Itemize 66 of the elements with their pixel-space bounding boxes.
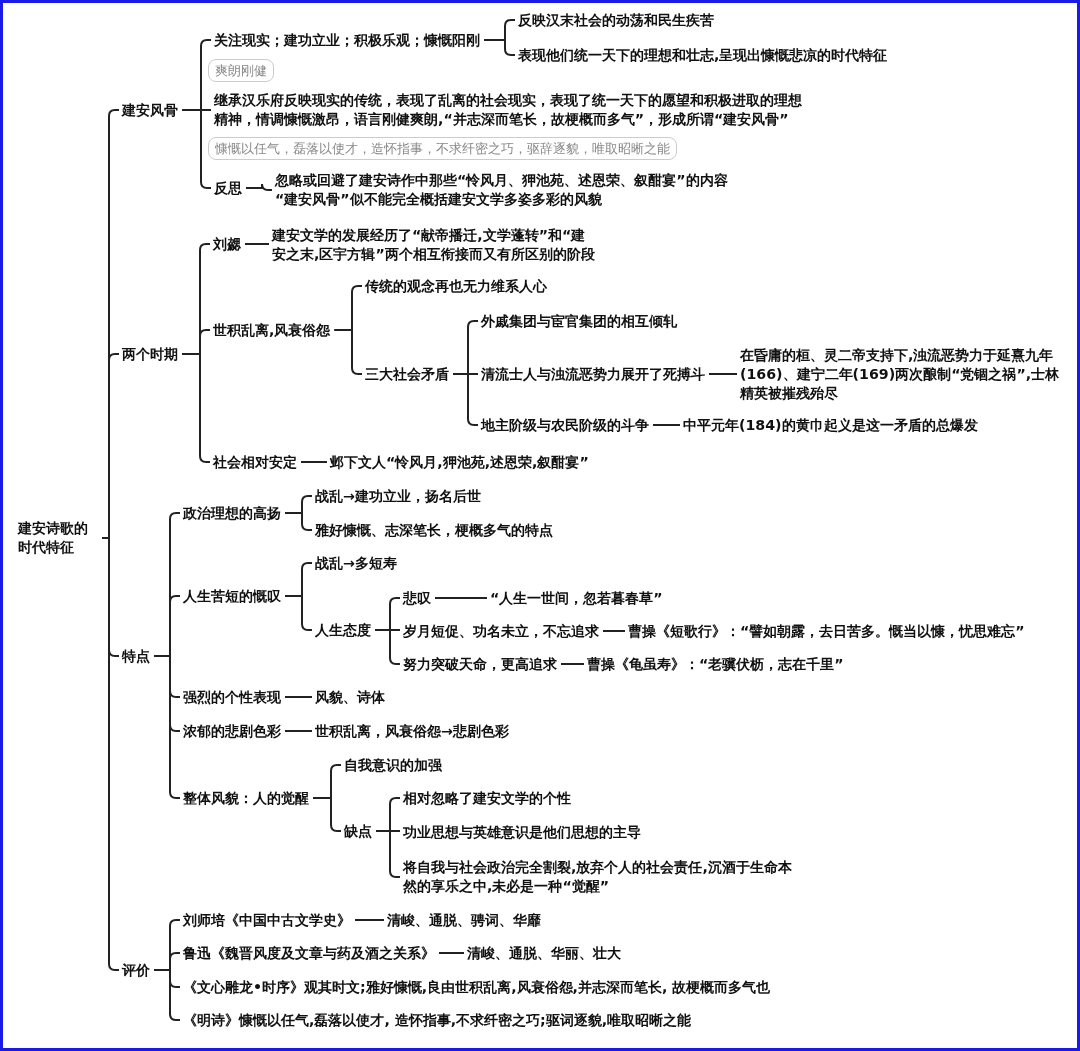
topic-text: 在昏庸的桓、灵二帝支持下,浊流恶势力于延熹九年(166)、建宁二年(169)两次酿制“党锢之祸”,士林精英被摧残殆尽	[740, 345, 1070, 403]
connector-line	[434, 597, 488, 599]
topic-text: 清流士人与浊流恶势力展开了死搏斗	[481, 364, 705, 384]
topic-text: 整体风貌：人的觉醒	[183, 788, 309, 808]
topic-text: 曹操《龟虽寿》：“老骥伏枥，志在千里”	[587, 654, 844, 674]
topic-text: 战乱→多短寿	[315, 553, 397, 573]
note-tag: 爽朗刚健	[208, 58, 274, 82]
connector-line	[652, 424, 681, 426]
topic-text: 地主阶级与农民阶级的斗争	[481, 415, 649, 435]
topic-text: 关注现实；建功立业；积极乐观；慷慨阳刚	[214, 30, 480, 50]
topic-text: 中平元年(184)的黄巾起义是这一矛盾的总爆发	[683, 415, 978, 435]
topic-text: 缺点	[344, 821, 372, 841]
connector-line	[602, 630, 626, 632]
topic-text: 岁月短促、功名未立，不忘追求	[403, 621, 599, 641]
connector-line	[245, 183, 273, 191]
connector-line	[438, 952, 465, 954]
connector-line	[284, 696, 313, 698]
connector-line	[483, 39, 516, 56]
topic-text: 人生态度	[315, 620, 371, 640]
topic-text: 表现他们统一天下的理想和壮志,呈现出慷慨悲凉的时代特征	[518, 45, 888, 65]
topic-text: 反映汉末社会的动荡和民生疾苦	[518, 10, 714, 30]
connector-line	[284, 730, 313, 732]
topic-text: 政治理想的高扬	[183, 503, 281, 523]
topic-text: 传统的观念再也无力维系人心	[365, 276, 547, 296]
connector-line	[560, 663, 585, 665]
topic-text: 强烈的个性表现	[183, 687, 281, 707]
topic-text: 曹操《短歌行》：“譬如朝露，去日苦多。慨当以慷，忧思难忘”	[628, 621, 1025, 641]
topic-text: 人生苦短的慨叹	[183, 586, 281, 606]
topic-text: 清峻、通脱、华丽、壮大	[467, 943, 621, 963]
topic-text: 雅好慷慨、志深笔长，梗概多气的特点	[315, 520, 553, 540]
connector-line	[354, 919, 385, 921]
connector-line	[244, 243, 270, 245]
central-topic: 建安诗歌的时代特征	[18, 519, 98, 557]
topic-text: 悲叹	[403, 588, 431, 608]
topic-text: “人生一世间，忽若暮春草”	[490, 588, 663, 608]
topic-text: 继承汉乐府反映现实的传统，表现了乱离的社会现实，表现了统一天下的愿望和积极进取的理想精神，情调慷慨激昂，语言刚健爽朗,“并志深而笔长，故梗概而多气”，形成所谓“建安风骨”	[214, 91, 814, 129]
topic-text: 努力突破天命，更高追求	[403, 654, 557, 674]
topic-text: 反思	[214, 178, 242, 198]
topic-text: 《明诗》慷慨以任气,磊落以使才, 造怀指事,不求纤密之巧;驱词逐貌,唯取昭晰之能	[183, 1010, 692, 1030]
topic-text: 自我意识的加强	[344, 755, 442, 775]
topic-text: 相对忽略了建安文学的个性	[403, 788, 571, 808]
topic-text: 世积乱离,风衰俗怨	[213, 320, 331, 340]
topic-text: 忽略或回避了建安诗作中那些“怜风月、狎池苑、述恩荣、叙酣宴”的内容 “建安风骨”似不能完全概括建安文学多姿多彩的风貌	[275, 171, 745, 209]
topic-text: 建安文学的发展经历了“献帝播迁,文学蓬转”和“建安之末,区宇方辑”两个相互衔接而又有所区别的阶段	[272, 226, 597, 264]
topic-text: 特点	[122, 646, 150, 666]
topic-text: 将自我与社会政治完全割裂,放弃个人的社会责任,沉酒于生命本然的享乐之中,未必是一种“觉醒”	[403, 858, 798, 896]
note-tag: 慷慨以任气，磊落以使才，造怀指事，不求纤密之巧，驱辞逐貌，唯取昭晰之能	[208, 136, 677, 160]
topic-text: 邺下文人“怜风月,狎池苑,述恩荣,叙酣宴”	[330, 452, 589, 472]
topic-text: 风貌、诗体	[315, 687, 385, 707]
topic-text: 战乱→建功立业，扬名后世	[315, 486, 481, 506]
topic-text: 《文心雕龙•时序》观其时文;雅好慷慨,良由世积乱离,风衰俗怨,并志深而笔长, 故梗概而多气也	[183, 977, 771, 997]
topic-text: 刘师培《中国中古文学史》	[183, 910, 351, 930]
topic-text: 浓郁的悲剧色彩	[183, 721, 281, 741]
topic-text: 建安风骨	[122, 100, 178, 120]
topic-text: 刘勰	[213, 234, 241, 254]
topic-text: 三大社会矛盾	[365, 364, 449, 384]
connector-line	[300, 461, 328, 463]
topic-text: 鲁迅《魏晋风度及文章与药及酒之关系》	[183, 943, 435, 963]
topic-text: 清峻、通脱、骋词、华靡	[387, 910, 541, 930]
topic-text: 功业思想与英雄意识是他们思想的主导	[403, 822, 641, 842]
topic-text: 两个时期	[122, 344, 178, 364]
topic-text: 评价	[122, 960, 150, 980]
topic-text: 社会相对安定	[213, 452, 297, 472]
connector-line	[708, 373, 738, 375]
topic-text: 外戚集团与宦官集团的相互倾轧	[481, 311, 677, 331]
topic-text: 世积乱离，风衰俗怨→悲剧色彩	[315, 721, 509, 741]
